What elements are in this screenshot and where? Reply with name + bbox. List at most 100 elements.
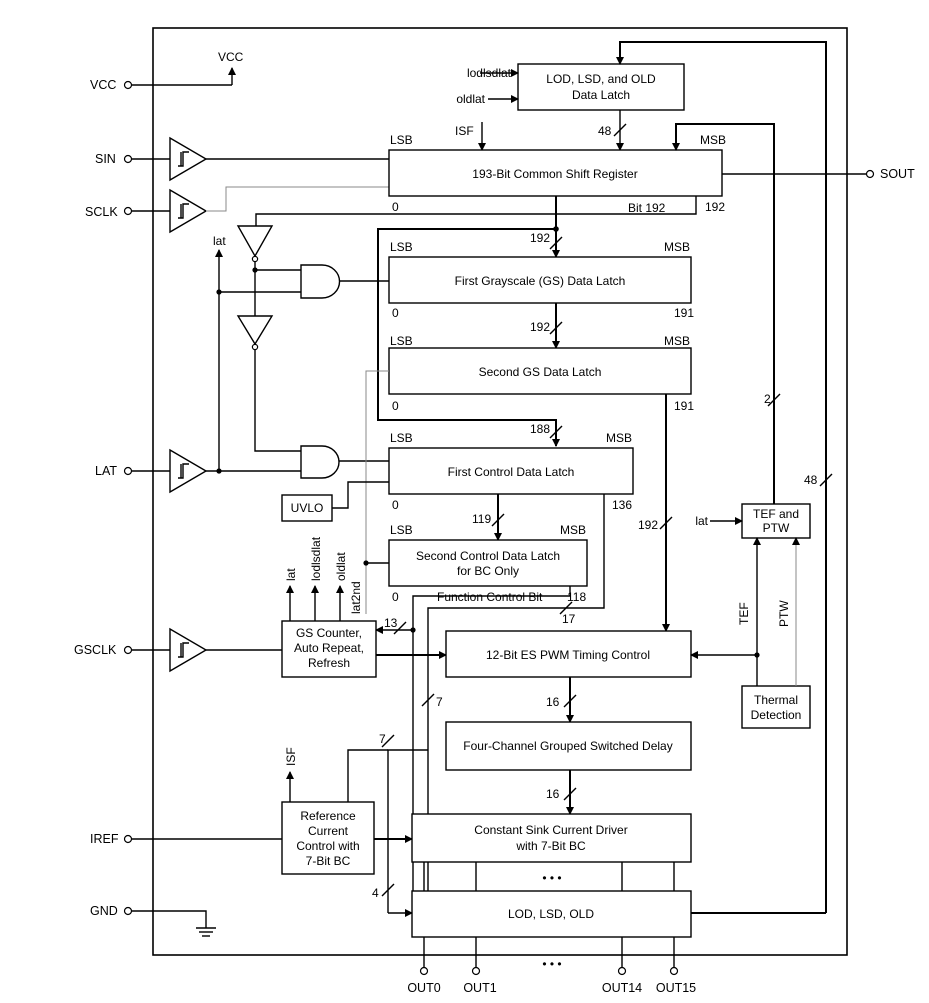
svg-text:48: 48 xyxy=(804,473,818,487)
svg-text:with 7-Bit BC: with 7-Bit BC xyxy=(515,839,586,853)
svg-text:Thermal: Thermal xyxy=(754,693,798,707)
svg-text:for BC Only: for BC Only xyxy=(457,564,519,578)
svg-text:UVLO: UVLO xyxy=(291,501,324,515)
function-control-bit-label: Function Control Bit xyxy=(437,590,543,604)
svg-text:Current: Current xyxy=(308,824,349,838)
schmitt-buffer-lat xyxy=(169,448,208,494)
svg-text:Constant Sink Current Driver: Constant Sink Current Driver xyxy=(474,823,627,837)
svg-text:LOD, LSD, and OLD: LOD, LSD, and OLD xyxy=(546,72,656,86)
svg-text:LSB: LSB xyxy=(390,523,413,537)
second-control-data-latch xyxy=(388,539,588,587)
svg-text:192: 192 xyxy=(530,231,550,245)
pin-sclk: SCLK xyxy=(85,186,389,234)
pin-gnd: GND xyxy=(90,904,216,937)
svg-text:GS Counter,: GS Counter, xyxy=(296,626,362,640)
svg-text:Refresh: Refresh xyxy=(308,656,350,670)
tef-label: TEF xyxy=(737,602,751,625)
svg-text:Detection: Detection xyxy=(751,708,802,722)
svg-text:48: 48 xyxy=(598,124,612,138)
isf-label: ISF xyxy=(455,124,474,138)
svg-text:Data Latch: Data Latch xyxy=(572,88,630,102)
svg-text:OUT0: OUT0 xyxy=(407,981,440,995)
second-gs-data-latch xyxy=(388,347,692,395)
svg-text:GSCLK: GSCLK xyxy=(74,643,117,657)
pin-gsclk: GSCLK xyxy=(74,627,282,673)
svg-text:SCLK: SCLK xyxy=(85,205,118,219)
svg-text:17: 17 xyxy=(562,612,576,626)
pwm-timing-control xyxy=(445,630,692,678)
output-pins: OUT0 OUT1 • • • OUT14 OUT15 xyxy=(407,937,696,995)
svg-text:2: 2 xyxy=(764,392,771,406)
constant-sink-current-driver xyxy=(411,813,692,863)
svg-text:191: 191 xyxy=(674,306,694,320)
svg-text:136: 136 xyxy=(612,498,632,512)
svg-text:4: 4 xyxy=(372,886,379,900)
svg-text:7: 7 xyxy=(436,695,443,709)
lod-lsd-old-block xyxy=(411,890,692,938)
svg-text:MSB: MSB xyxy=(606,431,632,445)
out1-pin xyxy=(471,966,481,976)
svg-text:LSB: LSB xyxy=(390,240,413,254)
svg-text:MSB: MSB xyxy=(700,133,726,147)
and-gate-1 xyxy=(300,264,341,299)
svg-text:First Grayscale (GS) Data Latc: First Grayscale (GS) Data Latch xyxy=(455,274,626,288)
pin-vcc: VCC VCC xyxy=(90,50,244,92)
svg-text:193-Bit Common Shift Register: 193-Bit Common Shift Register xyxy=(472,167,637,181)
vcc-arrow-label: VCC xyxy=(218,50,244,64)
ellipsis-mid: • • • xyxy=(542,871,561,885)
schmitt-buffer-gsclk xyxy=(169,627,208,673)
ellipsis-out: • • • xyxy=(542,957,561,971)
lat2nd-label: lat2nd xyxy=(349,581,363,614)
svg-text:0: 0 xyxy=(392,590,399,604)
ptw-label: PTW xyxy=(777,600,791,627)
svg-text:OUT1: OUT1 xyxy=(463,981,496,995)
svg-text:192: 192 xyxy=(705,200,725,214)
svg-text:LSB: LSB xyxy=(390,431,413,445)
svg-text:12-Bit ES PWM Timing Control: 12-Bit ES PWM Timing Control xyxy=(486,648,650,662)
svg-text:13: 13 xyxy=(384,616,398,630)
schmitt-buffer-sin xyxy=(169,136,208,182)
out14-pin xyxy=(617,966,627,976)
svg-text:MSB: MSB xyxy=(560,523,586,537)
gs-counter-block xyxy=(281,620,377,678)
svg-text:0: 0 xyxy=(392,498,399,512)
schmitt-buffer-sclk xyxy=(169,188,208,234)
four-channel-switched-delay xyxy=(445,721,692,771)
svg-text:118: 118 xyxy=(567,590,586,604)
lodlsdlat-up-label: lodlsdlat xyxy=(309,536,323,581)
pin-sin: SIN xyxy=(95,136,389,182)
svg-text:192: 192 xyxy=(530,320,550,334)
oldlat-up-label: oldlat xyxy=(334,552,348,581)
svg-text:16: 16 xyxy=(546,695,560,709)
svg-text:GND: GND xyxy=(90,904,118,918)
lod-lsd-old-data-latch xyxy=(517,63,685,111)
svg-text:7: 7 xyxy=(379,732,386,746)
bit192-label: Bit 192 xyxy=(628,201,666,215)
svg-text:188: 188 xyxy=(530,422,550,436)
svg-text:SIN: SIN xyxy=(95,152,116,166)
oldlat-label: oldlat xyxy=(456,92,485,106)
inverter-2 xyxy=(236,315,274,346)
inverter-1 xyxy=(236,225,274,258)
svg-text:SOUT: SOUT xyxy=(880,167,915,181)
and-gate-2 xyxy=(300,445,340,479)
svg-text:MSB: MSB xyxy=(664,334,690,348)
out0-pin xyxy=(419,966,429,976)
svg-text:LSB: LSB xyxy=(390,133,413,147)
isf-out-label: ISF xyxy=(284,747,298,766)
svg-text:0: 0 xyxy=(392,399,399,413)
svg-text:MSB: MSB xyxy=(664,240,690,254)
svg-text:16: 16 xyxy=(546,787,560,801)
svg-text:Reference: Reference xyxy=(300,809,356,823)
uvlo-block xyxy=(281,494,333,522)
svg-text:Second Control Data Latch: Second Control Data Latch xyxy=(416,549,560,563)
lat-label: lat xyxy=(213,234,226,248)
svg-text:IREF: IREF xyxy=(90,832,119,846)
chip-outline xyxy=(152,27,848,956)
first-grayscale-data-latch xyxy=(388,256,692,304)
pin-sout: SOUT xyxy=(721,167,915,181)
svg-text:Control with: Control with xyxy=(296,839,359,853)
svg-text:Four-Channel Grouped Switched: Four-Channel Grouped Switched Delay xyxy=(463,739,672,753)
svg-text:0: 0 xyxy=(392,200,399,214)
